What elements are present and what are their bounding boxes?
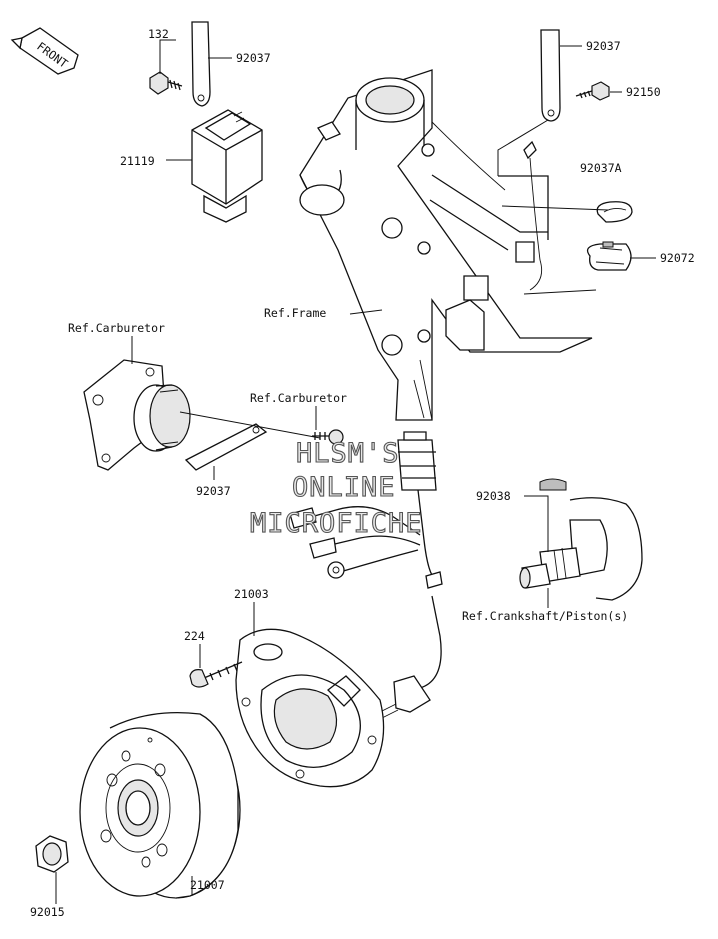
label-92037A: 92037A <box>580 161 622 175</box>
label-ref-carburetor-middle: Ref.Carburetor <box>250 391 347 405</box>
carburetor-bolt <box>312 429 344 445</box>
frame <box>299 69 593 421</box>
label-92037-top-right: 92037 <box>586 39 621 53</box>
label-132: 132 <box>148 27 169 41</box>
strap-92037-top-right <box>540 29 561 122</box>
watermark-line-3: MICROFICHE <box>250 508 423 539</box>
strap-92037-top-left <box>191 21 211 107</box>
leader-lines <box>55 39 656 904</box>
bolt-92150 <box>575 81 610 101</box>
label-92015: 92015 <box>30 905 65 919</box>
label-21119: 21119 <box>120 154 155 168</box>
label-92150: 92150 <box>626 85 661 99</box>
cdi-unit-21119 <box>191 109 263 223</box>
clamp-92072 <box>586 241 632 271</box>
flywheel-21007 <box>79 711 241 899</box>
label-92037-middle: 92037 <box>196 484 231 498</box>
bolt-132 <box>149 71 183 95</box>
strap-92037-middle <box>184 423 268 471</box>
clamp-92037A <box>596 201 633 223</box>
label-21003: 21003 <box>234 587 269 601</box>
front-arrow-icon: FRONT <box>10 27 79 75</box>
label-92072: 92072 <box>660 251 695 265</box>
part-labels: 132 92037 21119 92037 92150 92037A 92072… <box>30 27 695 919</box>
key-92038 <box>539 478 567 491</box>
carburetor <box>83 359 191 471</box>
label-92038: 92038 <box>476 489 511 503</box>
label-92037-top-left: 92037 <box>236 51 271 65</box>
label-ref-carburetor-left: Ref.Carburetor <box>68 321 165 335</box>
watermark: HLSM'S ONLINE MICROFICHE <box>249 437 423 539</box>
label-21007: 21007 <box>190 878 225 892</box>
crankshaft <box>519 497 643 601</box>
watermark-line-1: HLSM'S <box>296 438 400 469</box>
label-224: 224 <box>184 629 205 643</box>
label-ref-frame: Ref.Frame <box>264 306 326 320</box>
label-ref-crankshaft: Ref.Crankshaft/Piston(s) <box>462 609 628 623</box>
nut-92015 <box>35 835 69 873</box>
screw-224 <box>189 661 243 688</box>
watermark-line-2: ONLINE <box>292 472 396 503</box>
stator-21003 <box>235 628 385 788</box>
wiring-harness <box>289 431 443 719</box>
